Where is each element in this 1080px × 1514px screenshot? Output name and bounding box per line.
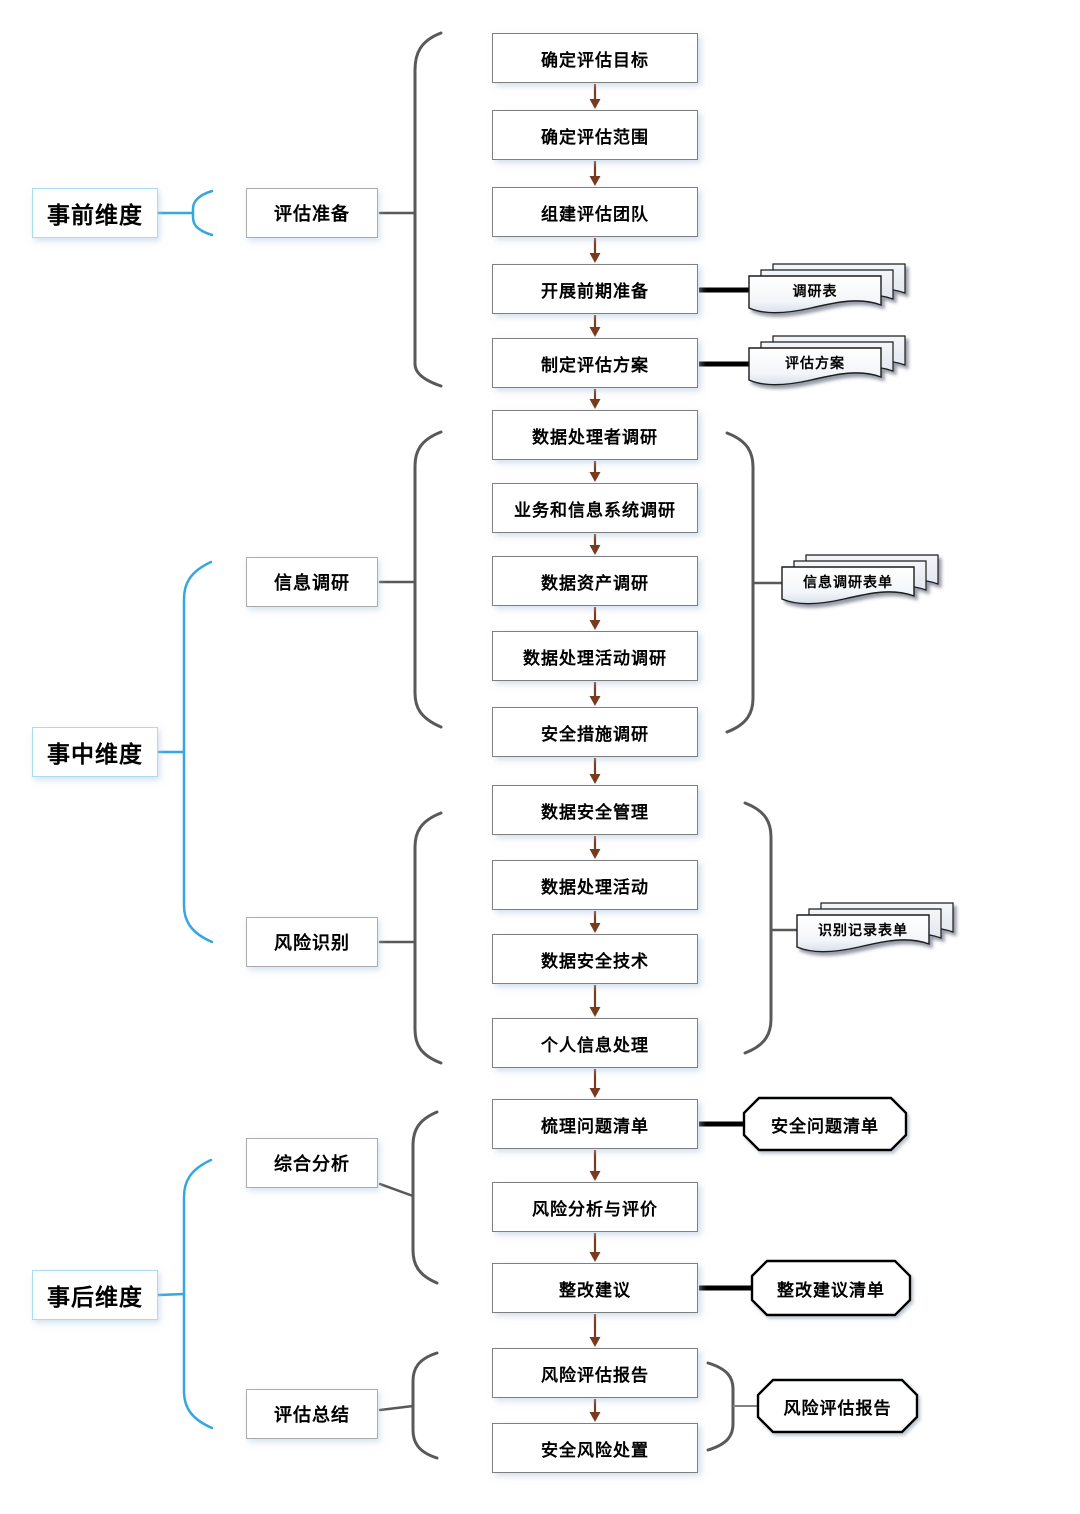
- brace-group-report-right: [706, 1361, 735, 1452]
- step-box: 数据处理活动调研: [492, 631, 698, 681]
- output-label-issue-list: 安全问题清单: [771, 1116, 879, 1136]
- stage-box-research: 信息调研: [246, 557, 378, 607]
- flow-arrow: [589, 1233, 601, 1262]
- brace-dimension-after: [182, 1158, 214, 1430]
- flow-arrow: [589, 911, 601, 933]
- flow-arrow: [589, 461, 601, 482]
- flow-arrow: [589, 1399, 601, 1422]
- flow-arrow: [589, 758, 601, 784]
- connector-stage-summary: [378, 1404, 415, 1412]
- step-box: 确定评估范围: [492, 110, 698, 160]
- step-box: 开展前期准备: [492, 264, 698, 314]
- brace-group-summary-left: [411, 1351, 439, 1460]
- document-label-assessment-plan: 评估方案: [785, 355, 845, 371]
- step-box: 数据安全管理: [492, 785, 698, 835]
- brace-dimension-before: [191, 189, 214, 237]
- flow-arrow: [589, 84, 601, 109]
- step-box: 个人信息处理: [492, 1018, 698, 1068]
- brace-group-risk-right: [743, 801, 773, 1055]
- dimension-box-after: 事后维度: [32, 1270, 158, 1320]
- stage-box-summary: 评估总结: [246, 1389, 378, 1439]
- step-box: 风险分析与评价: [492, 1182, 698, 1232]
- flow-arrow: [589, 1314, 601, 1347]
- brace-group-preparation-left: [413, 31, 443, 388]
- step-box: 数据安全技术: [492, 934, 698, 984]
- step-box: 梳理问题清单: [492, 1099, 698, 1149]
- flow-arrow: [589, 1069, 601, 1098]
- flow-arrow: [589, 836, 601, 859]
- flow-arrow: [589, 682, 601, 706]
- flow-arrow: [589, 389, 601, 409]
- flow-arrow: [589, 607, 601, 630]
- flow-arrow: [589, 315, 601, 337]
- flow-arrow: [589, 1150, 601, 1181]
- document-label-identification-forms: 识别记录表单: [818, 922, 908, 938]
- stage-box-preparation: 评估准备: [246, 188, 378, 238]
- step-box: 制定评估方案: [492, 338, 698, 388]
- connector-stage-analysis: [378, 1182, 415, 1198]
- brace-group-research-left: [413, 430, 443, 729]
- flow-arrow: [589, 161, 601, 186]
- step-box: 安全措施调研: [492, 707, 698, 757]
- brace-group-risk-left: [413, 811, 443, 1065]
- stage-box-analysis: 综合分析: [246, 1138, 378, 1188]
- brace-dimension-during: [182, 560, 214, 944]
- document-label-research-forms: 信息调研表单: [803, 574, 893, 590]
- flow-arrow: [589, 238, 601, 263]
- connector-dimension-after: [157, 1292, 186, 1297]
- dimension-box-before: 事前维度: [32, 188, 158, 238]
- stage-box-risk-identification: 风险识别: [246, 917, 378, 967]
- document-label-survey-form: 调研表: [792, 283, 838, 299]
- output-shape-issue-list: [742, 1096, 908, 1152]
- brace-group-analysis-left: [411, 1110, 439, 1285]
- output-label-risk-report: 风险评估报告: [783, 1398, 892, 1418]
- flow-arrow: [589, 985, 601, 1017]
- output-label-rectification-list: 整改建议清单: [777, 1280, 885, 1300]
- step-box: 数据处理活动: [492, 860, 698, 910]
- step-box: 确定评估目标: [492, 33, 698, 83]
- step-box: 业务和信息系统调研: [492, 483, 698, 533]
- brace-group-research-right: [725, 431, 755, 734]
- step-box: 数据处理者调研: [492, 410, 698, 460]
- step-box: 风险评估报告: [492, 1348, 698, 1398]
- output-shape-rectification-list: [750, 1259, 912, 1317]
- step-box: 数据资产调研: [492, 556, 698, 606]
- step-box: 安全风险处置: [492, 1423, 698, 1473]
- dimension-box-during: 事中维度: [32, 727, 158, 777]
- step-box: 组建评估团队: [492, 187, 698, 237]
- step-box: 整改建议: [492, 1263, 698, 1313]
- output-shape-risk-report: [756, 1378, 919, 1434]
- flow-arrow: [589, 534, 601, 555]
- flow-arrows: [589, 84, 601, 1422]
